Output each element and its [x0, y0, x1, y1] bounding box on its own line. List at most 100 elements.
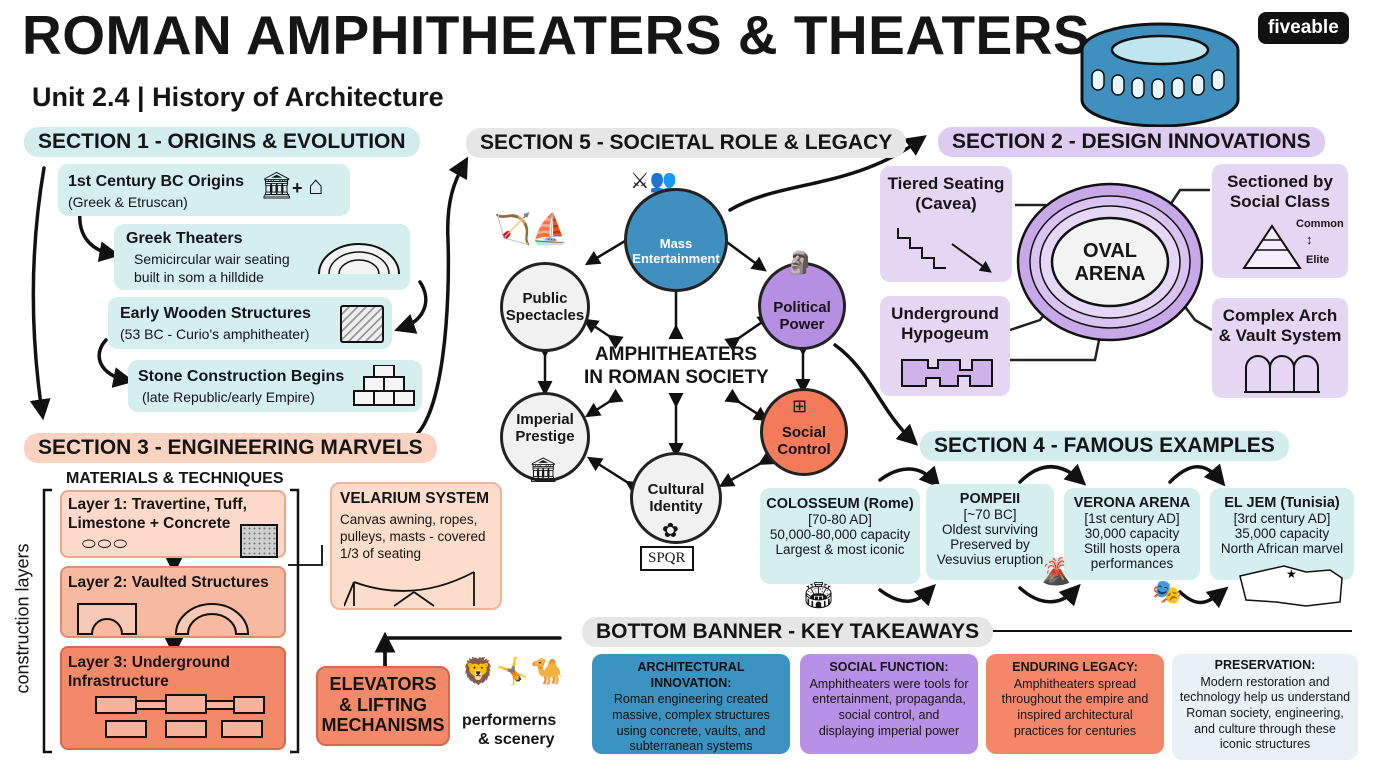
layer-3: Layer 3: Underground Infrastructure: [60, 646, 286, 750]
hierarchy-icon: ⊞: [792, 396, 808, 416]
node-social-control: Social Control: [760, 388, 848, 476]
takeaway-line: and culture through these: [1194, 721, 1336, 736]
concrete-icon: [240, 524, 278, 558]
banner-header: BOTTOM BANNER - KEY TAKEAWAYS: [582, 617, 994, 647]
elevators-line: MECHANISMS: [321, 715, 445, 736]
node-label: Imperial Prestige: [515, 410, 575, 445]
s2-title2: & Vault System: [1218, 326, 1342, 345]
elevators-line: ELEVATORS: [329, 674, 437, 694]
velarium-title: VELARIUM SYSTEM: [340, 490, 489, 507]
example-name: POMPEII: [959, 491, 1021, 507]
node-mass-entertainment: Mass Entertainment: [624, 188, 728, 292]
example-verona: VERONA ARENA [1st century AD] 30,000 cap…: [1064, 488, 1200, 580]
arena-line: OVAL: [1082, 240, 1138, 262]
wood-planks-icon: [340, 305, 384, 343]
velarium-line: Canvas awning, ropes,: [340, 512, 478, 527]
example-line: 30,000 capacity: [1084, 526, 1180, 541]
pyramid-icon: [1242, 224, 1302, 269]
takeaway-line: throughout the empire and: [1001, 692, 1149, 707]
colosseum-ruin-icon: 🏟: [802, 580, 836, 610]
s1-step-desc: (Greek & Etruscan): [68, 194, 188, 210]
plus-icon: +: [292, 178, 303, 198]
center-line: IN ROMAN SOCIETY: [584, 366, 769, 388]
spqr-text: SPQR: [648, 550, 686, 566]
svg-text:★: ★: [1286, 567, 1297, 581]
network-center: AMPHITHEATERS IN ROMAN SOCIETY: [584, 344, 769, 390]
s2-hypogeum: Underground Hypogeum: [880, 296, 1010, 396]
takeaway-line: inspired architectural: [1017, 707, 1133, 722]
takeaway-line: technology help us understand: [1179, 690, 1351, 705]
s1-step-origins: 1st Century BC Origins (Greek & Etruscan…: [58, 164, 350, 216]
example-colosseum: COLOSSEUM (Rome) [70-80 AD] 50,000-80,00…: [760, 488, 920, 584]
s1-step-desc2: built in som a hilldide: [134, 269, 264, 285]
section2-header: SECTION 2 - DESIGN INNOVATIONS: [938, 127, 1325, 157]
example-line: performances: [1090, 556, 1174, 571]
node-label: Public Spectacles: [505, 289, 585, 324]
takeaway-line: Roman engineering created: [613, 692, 769, 707]
arches-icon: [1244, 355, 1320, 393]
example-line: Vesuvius eruption: [936, 552, 1044, 567]
example-line: [3rd century AD]: [1233, 511, 1331, 526]
s2-title2: (Cavea): [915, 194, 977, 213]
column-icon: 🏛: [528, 457, 559, 484]
node-cultural-identity: Cultural Identity: [630, 452, 722, 544]
s1-step-greek: Greek Theaters Semicircular wair seating…: [114, 224, 410, 290]
spqr-sign: SPQR: [640, 546, 694, 571]
performers-line: & scenery: [478, 731, 555, 748]
class-arrow-icon: ↕: [1306, 232, 1313, 247]
takeaway-title: ARCHITECTURAL INNOVATION:: [637, 660, 745, 690]
section1-header: SECTION 1 - ORIGINS & EVOLUTION: [24, 127, 420, 157]
layer-2: Layer 2: Vaulted Structures: [60, 566, 286, 638]
takeaway-line: displaying imperial power: [818, 723, 960, 738]
layer-title: Layer 2: Vaulted Structures: [68, 574, 269, 591]
arena-label: OVAL ARENA: [1060, 240, 1160, 286]
example-line: 50,000-80,000 capacity: [769, 527, 911, 542]
hypogeum-icon: [901, 359, 993, 387]
velarium-line: 1/3 of seating: [340, 546, 422, 561]
brand-logo: fiveable: [1258, 12, 1349, 44]
greek-theater-icon: [318, 243, 400, 275]
stones-icon: ⬭⬭⬭: [82, 536, 129, 553]
opera-mask-icon: 🎭: [1152, 579, 1182, 606]
takeaway-line: social control, and: [838, 707, 940, 722]
layer-title2: Infrastructure: [68, 673, 169, 690]
vault-icon: [77, 603, 250, 635]
layer-title: Layer 3: Underground: [68, 654, 230, 671]
example-line: [~70 BC]: [963, 507, 1017, 522]
section5-header: SECTION 5 - SOCIETAL ROLE & LEGACY: [466, 128, 907, 158]
section4-header: SECTION 4 - FAMOUS EXAMPLES: [920, 431, 1289, 461]
velarium-line: pulleys, masts - covered: [340, 529, 486, 544]
example-line: 35,000 capacity: [1234, 526, 1330, 541]
s2-title: Sectioned by: [1227, 172, 1333, 191]
tunnels-icon: [95, 694, 265, 738]
example-line: Still hosts opera: [1083, 541, 1181, 556]
takeaway-legacy: ENDURING LEGACY: Amphitheaters spread th…: [986, 654, 1164, 754]
node-imperial-prestige: Imperial Prestige: [500, 392, 590, 482]
takeaway-line: Roman society, engineering,: [1186, 705, 1344, 720]
s2-title2: Social Class: [1229, 192, 1331, 211]
section3-header: SECTION 3 - ENGINEERING MARVELS: [24, 433, 437, 463]
archer-ship-icon: 🏹⛵: [494, 213, 569, 246]
takeaway-architectural: ARCHITECTURAL INNOVATION: Roman engineer…: [592, 654, 790, 754]
node-political-power: Political Power: [758, 262, 846, 350]
layer-1: Layer 1: Travertine, Tuff, Limestone + C…: [60, 490, 286, 558]
layer-title2: Limestone + Concrete: [68, 515, 231, 532]
node-label: Political Power: [773, 298, 831, 333]
bust-icon: 🗿: [786, 250, 814, 275]
node-label: Social Control: [777, 423, 831, 458]
s1-step-title: 1st Century BC Origins: [68, 173, 245, 190]
elevators-box: ELEVATORS & LIFTING MECHANISMS: [316, 666, 450, 746]
performers-line: performerns: [462, 712, 557, 729]
takeaway-line: entertainment, propaganda,: [812, 692, 966, 707]
example-line: [1st century AD]: [1084, 511, 1180, 526]
example-line: North African marvel: [1220, 541, 1344, 556]
takeaway-line: iconic structures: [1219, 737, 1311, 752]
page-title: ROMAN AMPHITHEATERS & THEATERS: [22, 4, 1091, 66]
s1-step-wooden: Early Wooden Structures (53 BC - Curio's…: [108, 297, 392, 349]
page-subtitle: Unit 2.4 | History of Architecture: [32, 82, 444, 112]
example-line: Oldest surviving: [941, 522, 1039, 537]
takeaway-line: practices for centuries: [1013, 723, 1137, 738]
s2-social-class: Sectioned by Social Class Common ↕ Elite: [1212, 164, 1348, 278]
takeaway-line: Amphitheaters were tools for: [809, 676, 969, 691]
s1-step-desc: Semicircular wair seating: [134, 251, 290, 267]
